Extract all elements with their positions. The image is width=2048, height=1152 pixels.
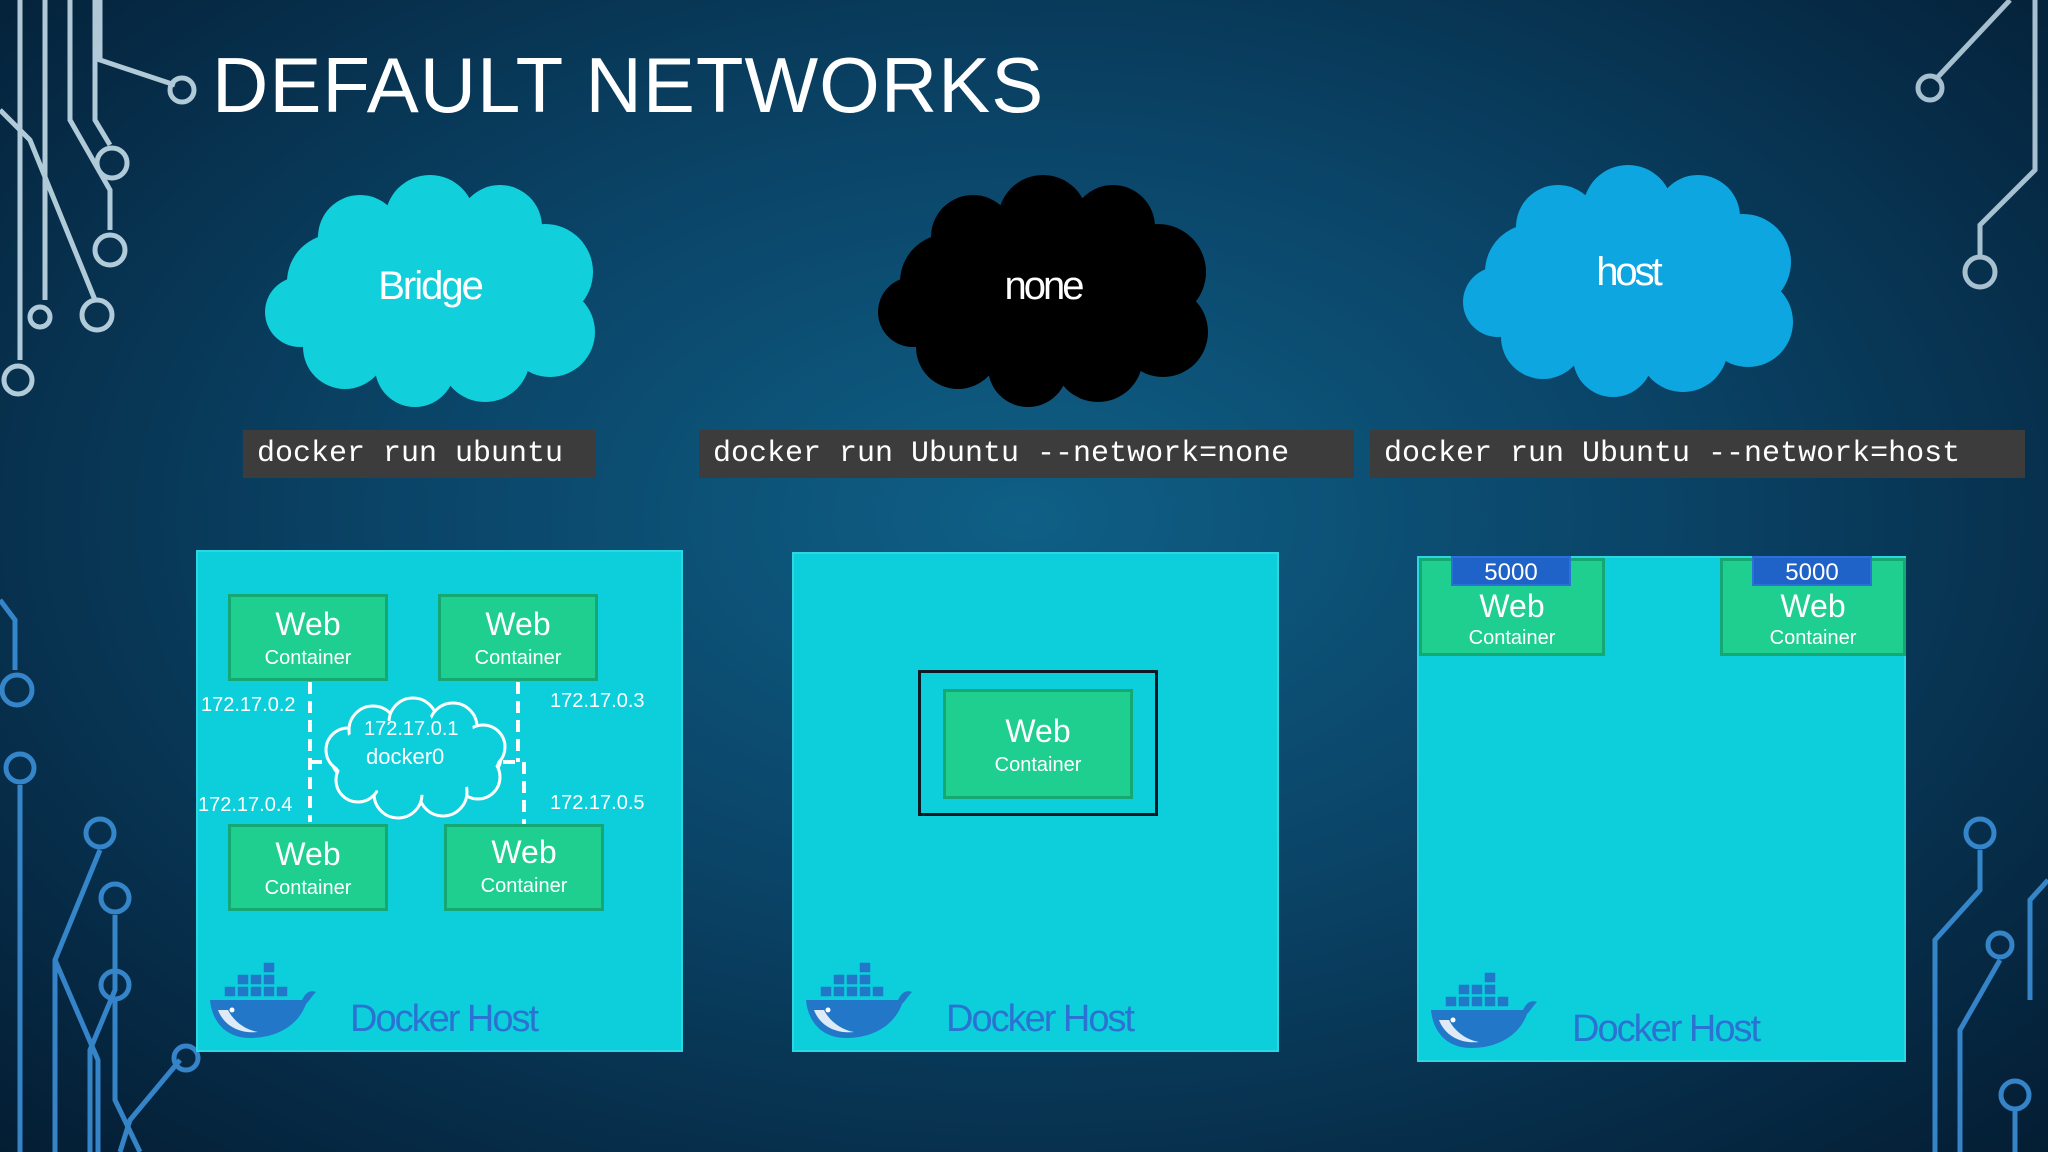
ip-label: 172.17.0.2	[201, 694, 296, 716]
page-title: DEFAULT NETWORKS	[212, 41, 1045, 129]
cloud-icon	[878, 175, 1208, 407]
host-command: docker run Ubuntu --network=host	[1370, 430, 2025, 478]
container-type: Container	[474, 647, 562, 669]
gateway-ip: 172.17.0.1	[364, 718, 459, 740]
container-name: Web	[275, 606, 341, 642]
cloud-icon	[265, 175, 595, 407]
docker-host-label: Docker Host	[946, 998, 1135, 1040]
web-container: Web Container	[438, 594, 598, 681]
none-cloud: none	[868, 172, 1218, 407]
docker-whale-icon	[1431, 971, 1537, 1048]
container-type: Container	[994, 754, 1082, 776]
ip-label: 172.17.0.5	[550, 792, 645, 814]
bridge-command: docker run ubuntu	[243, 430, 596, 478]
container-name: Web	[1005, 713, 1071, 749]
web-container: Web Container	[943, 689, 1133, 799]
container-name: Web	[491, 834, 557, 870]
bridge-docker-host: Web Container Web Container Web Containe…	[196, 550, 683, 1052]
none-cloud-label: none	[1004, 264, 1085, 308]
container-type: Container	[1468, 627, 1556, 649]
port-badge: 5000	[1752, 556, 1872, 586]
ip-label: 172.17.0.4	[198, 794, 293, 816]
web-container: Web Container	[228, 824, 388, 911]
bridge-cloud-label: Bridge	[378, 264, 484, 308]
bridge-cloud: Bridge	[255, 172, 605, 407]
cloud-icon	[1463, 165, 1793, 397]
container-name: Web	[1479, 588, 1545, 624]
gateway-name: docker0	[366, 744, 445, 769]
container-type: Container	[480, 875, 568, 897]
host-docker-host: Web Container 5000 Web Container 5000 Do…	[1417, 556, 1906, 1062]
container-type: Container	[264, 877, 352, 899]
ip-label: 172.17.0.3	[550, 690, 645, 712]
container-name: Web	[485, 606, 551, 642]
docker-host-label: Docker Host	[350, 998, 539, 1040]
isolated-network-box: Web Container	[918, 670, 1158, 816]
host-cloud-label: host	[1596, 250, 1663, 294]
container-name: Web	[1780, 588, 1846, 624]
container-name: Web	[275, 836, 341, 872]
bridge-network-lines	[308, 682, 526, 827]
host-cloud: host	[1453, 162, 1803, 397]
web-container: Web Container	[1720, 558, 1906, 656]
docker-host-label: Docker Host	[1572, 1008, 1761, 1050]
container-type: Container	[264, 647, 352, 669]
port-badge: 5000	[1451, 556, 1571, 586]
docker-whale-icon	[210, 961, 316, 1038]
docker-whale-icon	[806, 961, 912, 1038]
none-command: docker run Ubuntu --network=none	[699, 430, 1354, 478]
web-container: Web Container	[444, 824, 604, 911]
none-docker-host: Web Container Docker Host	[792, 552, 1279, 1052]
web-container: Web Container	[228, 594, 388, 681]
container-type: Container	[1769, 627, 1857, 649]
